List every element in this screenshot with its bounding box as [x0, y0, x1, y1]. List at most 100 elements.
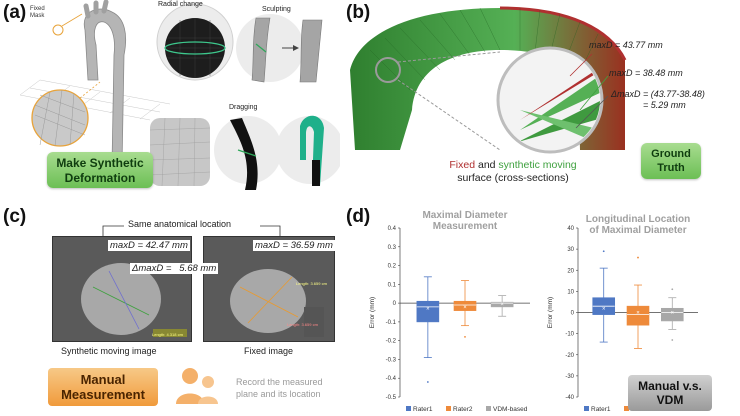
y-tick-label: -0.1	[386, 320, 397, 326]
fixed-image-caption: Fixed image	[244, 346, 294, 356]
mesh-zoom-circle	[31, 89, 89, 147]
delta-maxd-c-value: 5.68 mm	[179, 263, 217, 274]
y-tick-label: 40	[567, 226, 574, 232]
y-tick-label: -0.2	[386, 339, 397, 345]
y-tick-label: -30	[565, 374, 574, 380]
box-rater1	[416, 300, 440, 323]
same-location-bracket	[102, 225, 281, 240]
y-tick-label: 0.1	[388, 282, 397, 288]
panel-b-label: (b)	[346, 2, 371, 23]
y-tick-label: 0	[393, 301, 397, 307]
manual-vs-vdm-button[interactable]: Manual v.s. VDM	[628, 375, 712, 411]
box-vdm-based	[660, 307, 684, 322]
aortic-surface	[350, 8, 625, 150]
legend-swatch	[584, 406, 589, 411]
mean-marker: ×	[500, 302, 504, 308]
right-length-overlay-2: Length: 3.659 cm	[287, 322, 318, 327]
outlier-point	[671, 288, 674, 291]
outlier-point	[426, 381, 429, 383]
legend-swatch	[486, 406, 491, 411]
cross-section-zoom-circle	[496, 46, 604, 154]
mean-marker: ×	[426, 307, 430, 313]
y-tick-label: -40	[565, 395, 574, 401]
record-plane-text: Record the measured plane and its locati…	[236, 377, 323, 399]
caption-synthetic: synthetic moving	[498, 159, 577, 171]
y-tick-label: -10	[565, 332, 574, 338]
chart-title: Longitudinal Location	[586, 214, 690, 225]
delta-maxd-c-label: ΔmaxD =	[132, 263, 172, 274]
chart-title: Maximal Diameter	[422, 210, 507, 221]
maxd-synthetic: maxD = 38.48 mm	[609, 68, 683, 78]
make-synthetic-deformation-button[interactable]: Make Synthetic Deformation	[47, 152, 153, 188]
caption-line2: surface (cross-sections)	[457, 172, 569, 184]
delta-maxd-value: = 5.29 mm	[643, 100, 686, 110]
radial-change-label: Radial change	[158, 1, 203, 8]
box-vdm-based	[490, 301, 514, 308]
maxd-right: maxD = 36.59 mm	[253, 240, 335, 251]
y-tick-label: 30	[567, 247, 574, 253]
dragging-label: Dragging	[229, 104, 258, 111]
outlier-point	[602, 250, 605, 253]
right-ct-scan	[230, 269, 324, 337]
box-rater2	[626, 305, 650, 326]
legend-swatch	[446, 406, 451, 411]
outlier-point	[637, 256, 639, 259]
ground-truth-button[interactable]: Ground Truth	[641, 143, 701, 179]
synthetic-moving-caption: Synthetic moving image	[61, 346, 157, 356]
cross-section-surface	[350, 6, 627, 154]
y-tick-label: -0.3	[386, 357, 397, 363]
mean-marker: ×	[602, 306, 606, 312]
left-length-overlay: Length: 4.318 cm	[152, 332, 183, 337]
fixed-mask-label: Fixed Mask	[30, 6, 45, 19]
maxd-fixed: maxD = 43.77 mm	[589, 40, 663, 50]
y-tick-label: 0.4	[388, 226, 397, 232]
sculpting-label: Sculpting	[262, 6, 291, 13]
legend-swatch	[406, 406, 411, 411]
people-icon	[176, 368, 218, 404]
manual-measurement-button[interactable]: Manual Measurement	[48, 368, 158, 406]
delta-maxd-formula: ΔmaxD = (43.77-38.48)	[611, 89, 705, 99]
legend-label: Rater1	[591, 406, 611, 413]
same-location-label: Same anatomical location	[128, 219, 232, 229]
y-tick-label: 0	[571, 311, 575, 317]
chart-title: Measurement	[433, 221, 498, 232]
box-rater2	[453, 300, 477, 311]
legend-label: VDM-based	[493, 406, 528, 413]
y-axis-label: Error (mm)	[547, 297, 554, 328]
teal-aorta-circle	[276, 116, 340, 184]
maxd-left: maxD = 42.47 mm	[108, 240, 190, 251]
legend-label: Rater2	[453, 406, 473, 413]
y-tick-label: 10	[567, 289, 574, 295]
caption-fixed: Fixed	[449, 159, 476, 171]
delta-maxd-c: ΔmaxD = 5.68 mm	[130, 263, 219, 274]
legend-label: Rater1	[413, 406, 433, 413]
right-length-overlay-1: Length: 3.659 cm	[296, 281, 327, 286]
synthetic-moving-image	[52, 236, 192, 342]
y-tick-label: -0.5	[386, 395, 397, 401]
chart-title: of Maximal Diameter	[589, 225, 686, 236]
mean-marker: ×	[671, 311, 675, 317]
panel-c-label: (c)	[3, 206, 27, 227]
y-tick-label: 0.3	[388, 245, 397, 251]
panel-b-caption: Fixed and synthetic moving surface (cros…	[433, 159, 593, 185]
y-tick-label: -20	[565, 353, 574, 359]
caption-and: and	[475, 159, 499, 171]
y-axis-label: Error (mm)	[369, 297, 376, 328]
legend-swatch	[624, 406, 629, 411]
surface-patch	[150, 118, 210, 186]
fixed-image	[203, 236, 335, 342]
y-tick-label: 20	[567, 268, 574, 274]
panel-a-label: (a)	[3, 2, 27, 23]
outlier-point	[671, 339, 674, 341]
left-ct-scan	[81, 263, 187, 337]
y-tick-label: -0.4	[386, 376, 397, 382]
y-tick-label: 0.2	[388, 264, 397, 270]
mean-marker: ×	[636, 311, 640, 317]
panel-d-label: (d)	[346, 206, 371, 227]
mean-marker: ×	[463, 305, 467, 311]
outlier-point	[464, 336, 466, 338]
panel-a-illustration	[19, 0, 340, 190]
